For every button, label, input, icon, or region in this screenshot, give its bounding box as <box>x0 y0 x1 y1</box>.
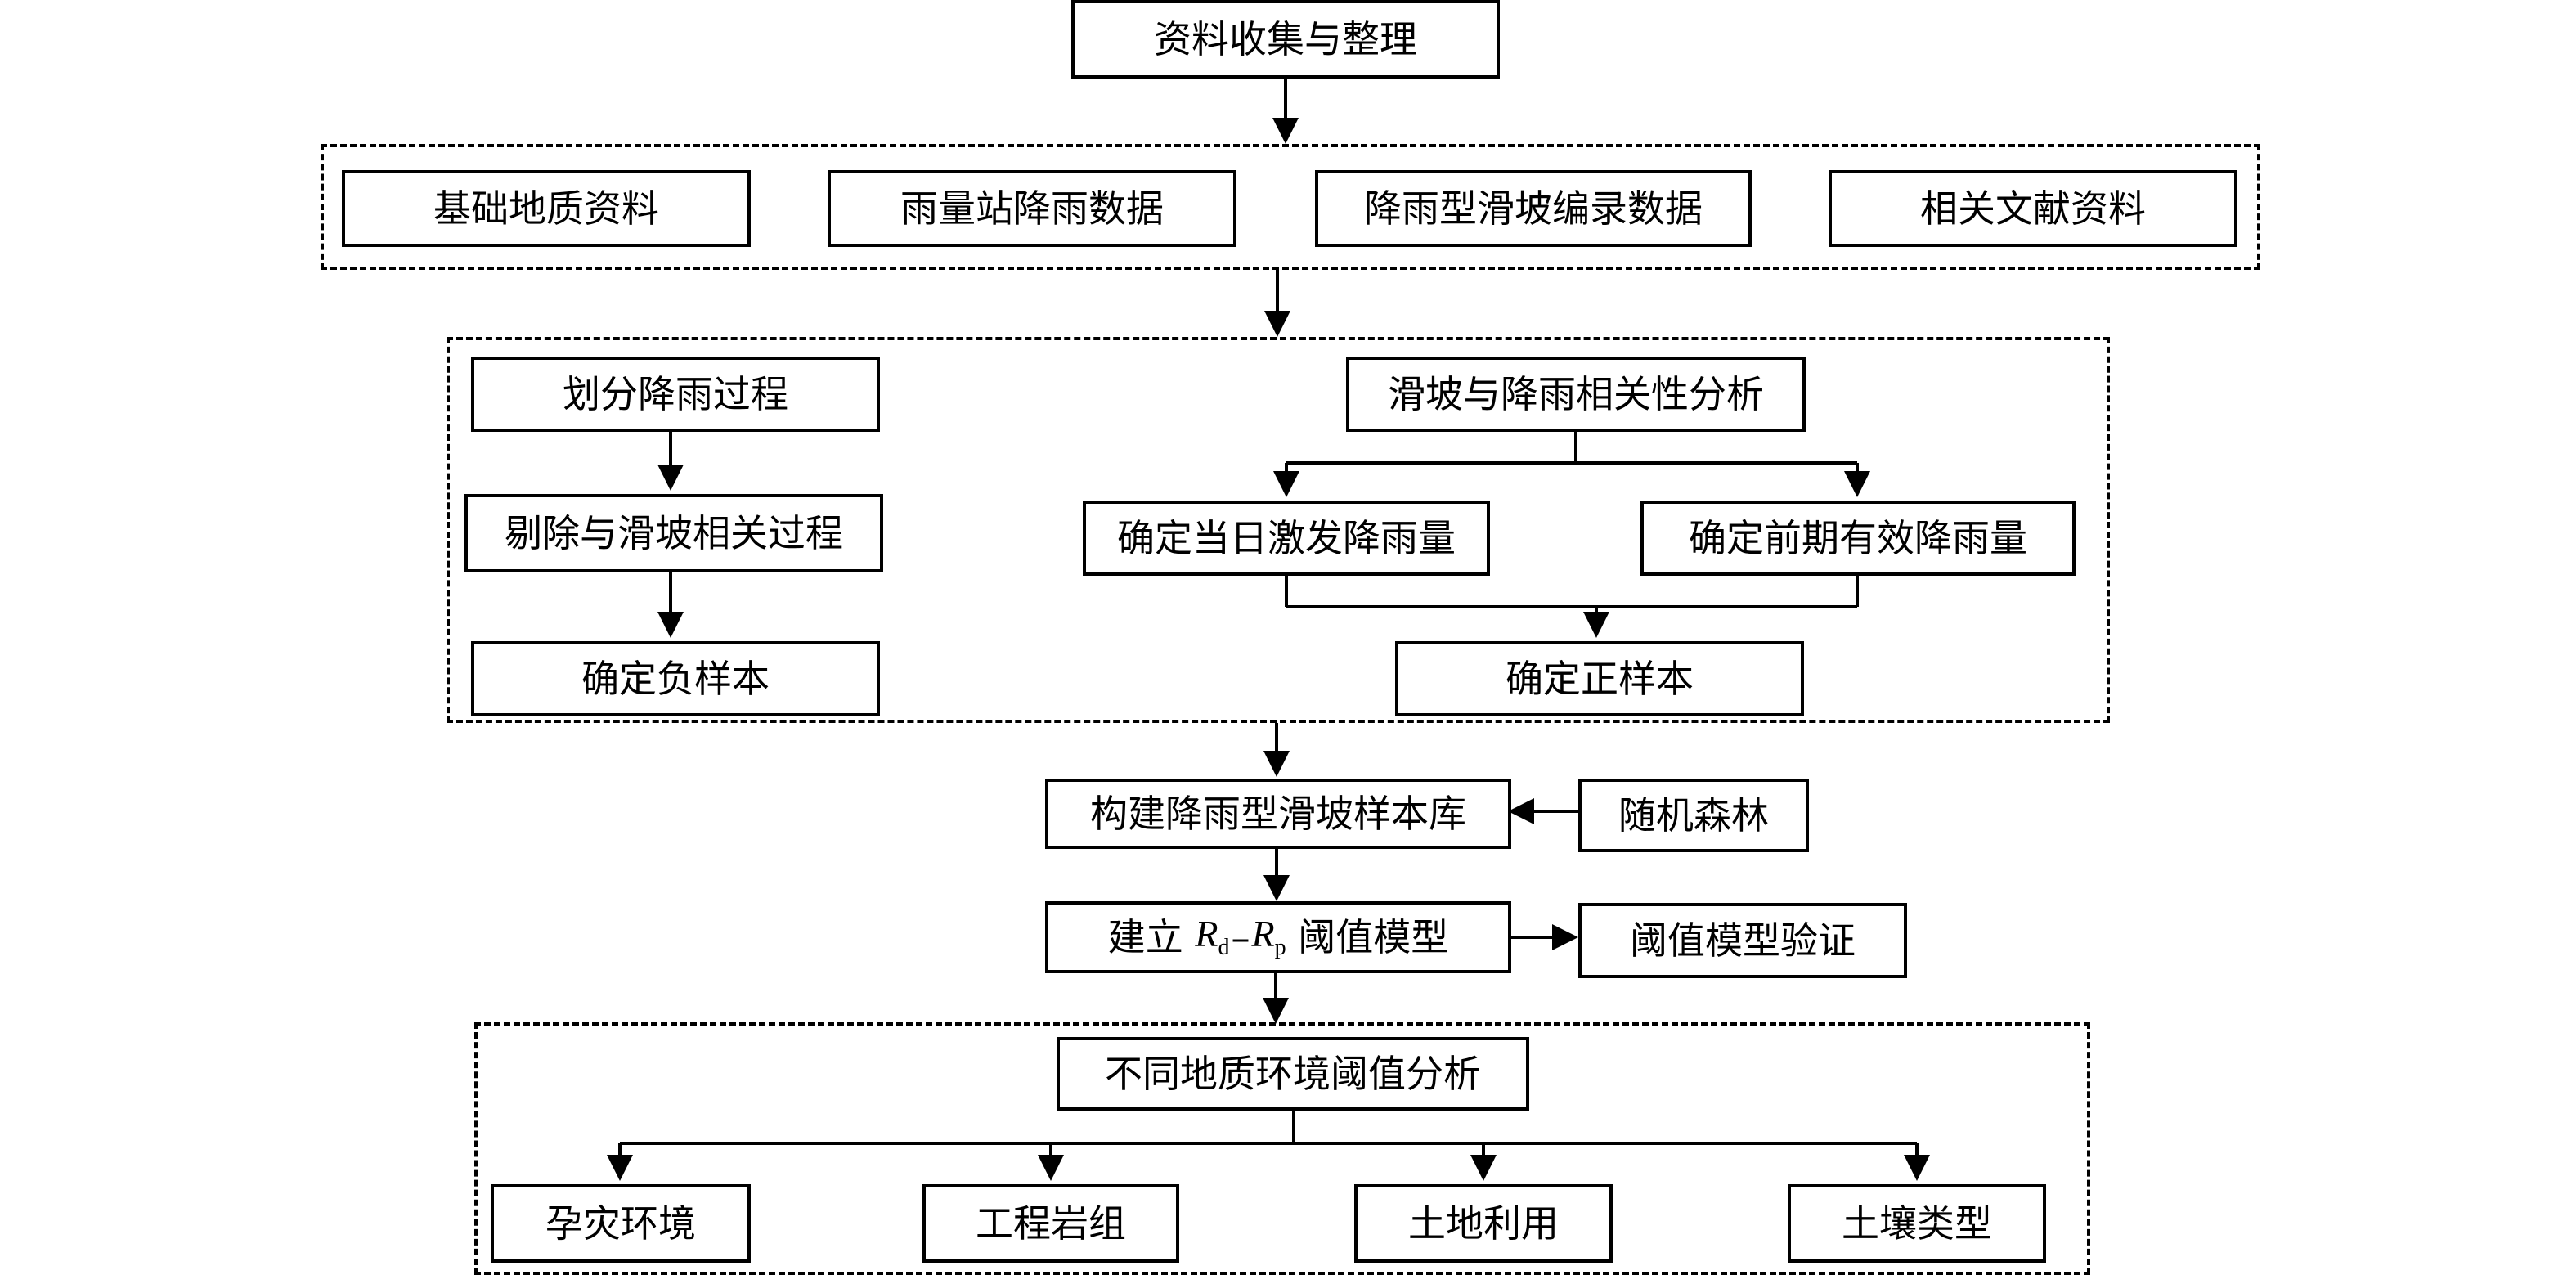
geo-item-2: 工程岩组 <box>922 1184 1179 1263</box>
geo-title-node: 不同地质环境阈值分析 <box>1057 1037 1529 1111</box>
source-landslide-catalog-node: 降雨型滑坡编录数据 <box>1315 170 1752 247</box>
source-literature-node: 相关文献资料 <box>1829 170 2237 247</box>
threshold-dash: – <box>1231 915 1250 959</box>
sources-group <box>321 144 2260 270</box>
collect-node: 资料收集与整理 <box>1071 0 1500 79</box>
sample-library-node: 构建降雨型滑坡样本库 <box>1045 779 1511 849</box>
rp-symbol: Rp <box>1251 913 1286 960</box>
daily-trigger-node: 确定当日激发降雨量 <box>1083 501 1490 576</box>
positive-sample-node: 确定正样本 <box>1395 641 1804 716</box>
threshold-model-node: 建立 Rd–Rp 阈值模型 <box>1045 901 1511 973</box>
rd-symbol: Rd <box>1195 913 1230 960</box>
random-forest-node: 随机森林 <box>1578 779 1809 852</box>
geo-item-1: 孕灾环境 <box>491 1184 751 1263</box>
geo-env-group <box>474 1022 2090 1275</box>
remove-related-node: 剔除与滑坡相关过程 <box>464 494 883 572</box>
validation-node: 阈值模型验证 <box>1578 903 1907 978</box>
geo-item-3: 土地利用 <box>1354 1184 1613 1263</box>
source-geology-node: 基础地质资料 <box>342 170 751 247</box>
correlation-node: 滑坡与降雨相关性分析 <box>1346 357 1806 432</box>
threshold-prefix: 建立 <box>1107 915 1183 959</box>
negative-sample-node: 确定负样本 <box>471 641 880 716</box>
analysis-group <box>447 337 2110 723</box>
threshold-suffix: 阈值模型 <box>1298 915 1449 959</box>
antecedent-node: 确定前期有效降雨量 <box>1640 501 2076 576</box>
geo-item-4: 土壤类型 <box>1788 1184 2046 1263</box>
source-rain-station-node: 雨量站降雨数据 <box>828 170 1236 247</box>
divide-rain-node: 划分降雨过程 <box>471 357 880 432</box>
